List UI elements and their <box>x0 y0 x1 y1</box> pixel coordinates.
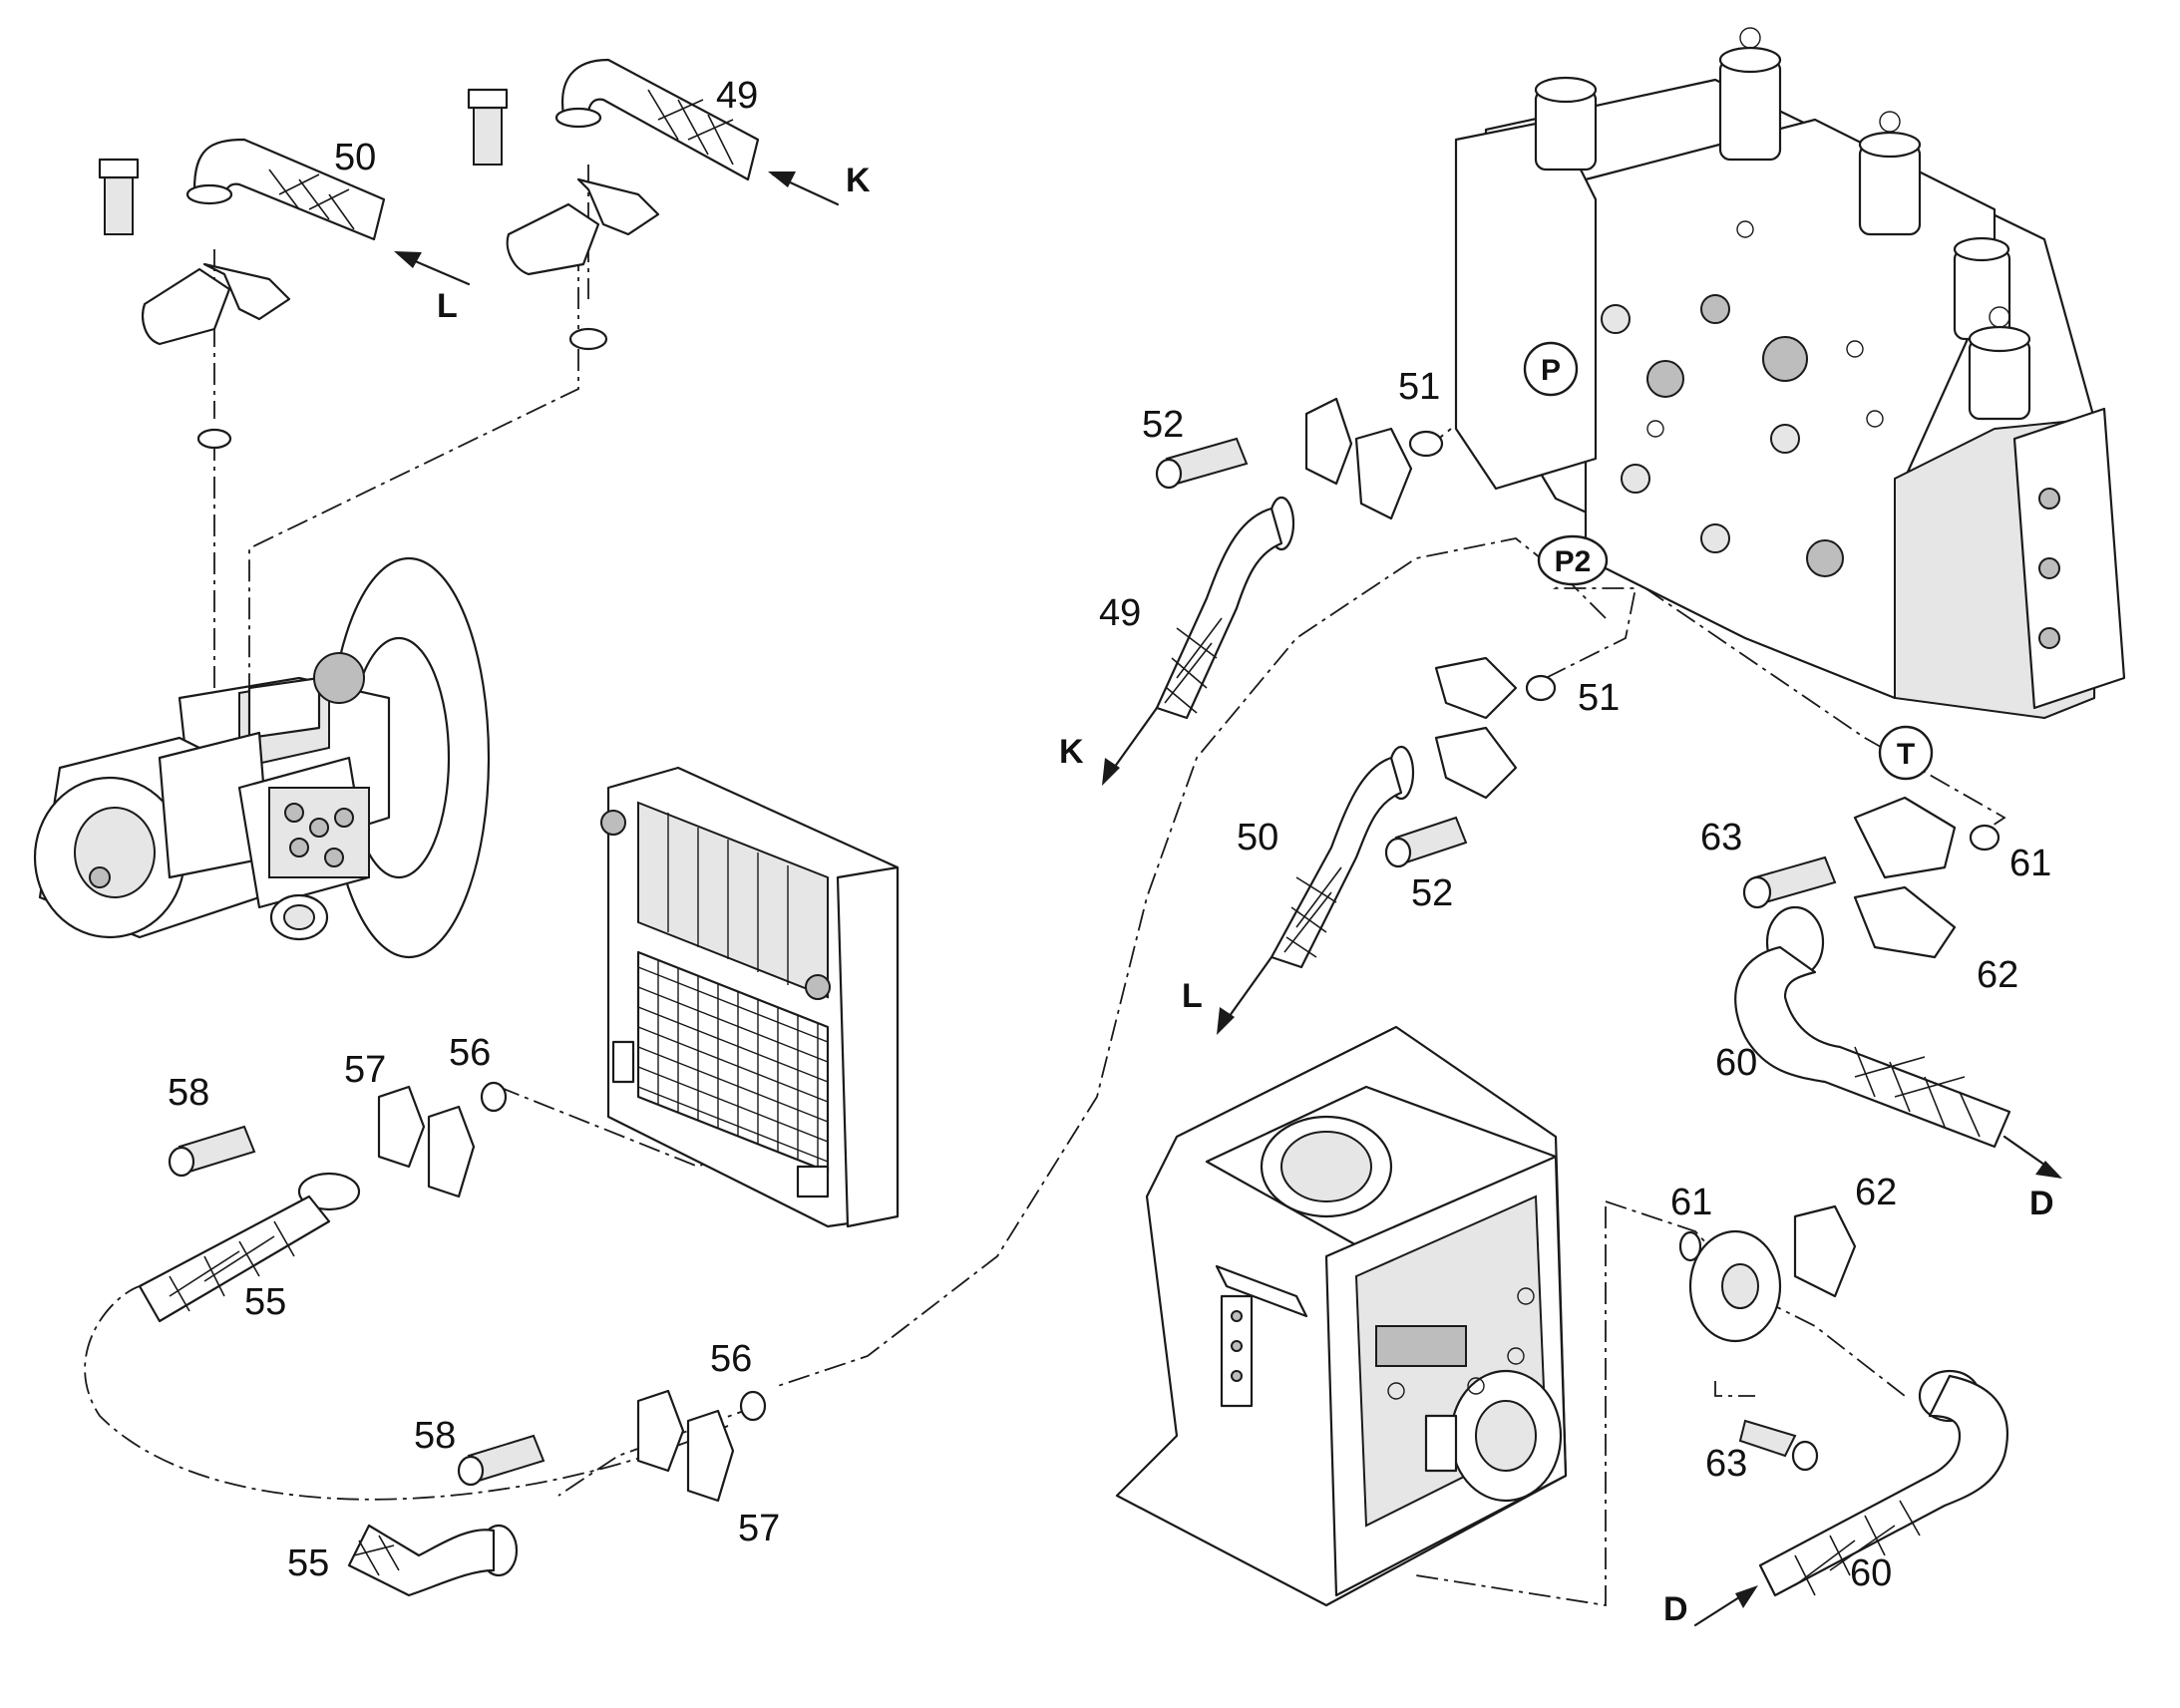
solenoid-coils <box>1534 27 2031 421</box>
part-number-58-bot: 58 <box>414 1415 456 1457</box>
port-t: T <box>1878 725 1934 781</box>
part-number-labels: 49 50 52 51 49 51 50 52 63 61 62 60 58 5… <box>168 75 2051 1594</box>
hose-55-bottom <box>347 1524 519 1597</box>
hose-50-top <box>185 138 386 241</box>
part-number-57-bot: 57 <box>738 1508 780 1549</box>
part-number-58-top: 58 <box>168 1072 209 1114</box>
part-number-56-top: 56 <box>449 1032 491 1074</box>
hose-50-mid <box>1270 745 1415 969</box>
port-p2: P2 <box>1537 534 1609 586</box>
port-p: P <box>1523 341 1579 397</box>
flange-clamp-mid-low <box>1384 656 1557 868</box>
part-number-62-bot: 62 <box>1855 1172 1897 1213</box>
part-number-51-mid: 51 <box>1578 677 1620 719</box>
hose-49-mid <box>1155 496 1295 720</box>
part-number-52-mid: 52 <box>1411 872 1453 914</box>
part-number-61-top: 61 <box>2009 843 2051 884</box>
part-number-49-top: 49 <box>716 75 758 117</box>
part-number-61-bot: 61 <box>1670 1182 1712 1223</box>
hose-55-top <box>138 1172 361 1323</box>
flow-arrows <box>394 171 2062 1627</box>
part-number-62-top: 62 <box>1977 954 2018 996</box>
flange-clamp-bottom-left-top <box>168 1081 508 1198</box>
flow-letter-d-bottom: D <box>1663 1590 1688 1628</box>
flange-clamp-mid-top <box>1155 397 1444 520</box>
part-number-63-top: 63 <box>1700 817 1742 858</box>
port-t-label: T <box>1897 738 1915 771</box>
hose-49-top <box>554 58 760 181</box>
oil-cooler <box>600 766 900 1228</box>
valve-block-small <box>268 787 370 878</box>
part-number-51-top: 51 <box>1398 366 1440 408</box>
part-number-56-bot: 56 <box>710 1338 752 1380</box>
part-number-49-mid: 49 <box>1099 592 1141 634</box>
part-number-60-top: 60 <box>1715 1042 1757 1084</box>
part-number-57-top: 57 <box>344 1049 386 1091</box>
flange-clamp-bottom-left-bottom <box>457 1389 767 1503</box>
part-number-50-top: 50 <box>334 137 376 178</box>
port-p2-label: P2 <box>1555 545 1592 578</box>
flange-clamp-right-top <box>1742 796 2000 959</box>
pump-assembly <box>33 556 491 959</box>
flange-clamp-top-left <box>98 158 291 450</box>
part-number-55-top: 55 <box>244 1281 286 1323</box>
hydraulic-tank <box>1115 1025 1568 1607</box>
part-number-50-mid: 50 <box>1237 817 1278 858</box>
part-number-55-bot: 55 <box>287 1542 329 1584</box>
part-number-60-bot: 60 <box>1850 1552 1892 1594</box>
hose-60-bottom <box>1758 1369 2008 1597</box>
flow-letter-k-mid: K <box>1059 733 1084 771</box>
flange-clamp-top-mid <box>467 88 660 351</box>
flow-letter-l-mid: L <box>1182 977 1203 1015</box>
flow-letter-l-top: L <box>437 287 458 325</box>
hose-60-right <box>1734 905 2011 1149</box>
part-number-52-top: 52 <box>1142 404 1184 446</box>
port-p-label: P <box>1541 354 1561 387</box>
flow-letter-d-right: D <box>2029 1185 2054 1222</box>
control-valve-block <box>1454 27 2126 720</box>
flange-clamp-right-bottom <box>1678 1204 1857 1472</box>
part-number-63-bot: 63 <box>1705 1443 1747 1485</box>
flow-letter-k-top: K <box>846 162 871 199</box>
